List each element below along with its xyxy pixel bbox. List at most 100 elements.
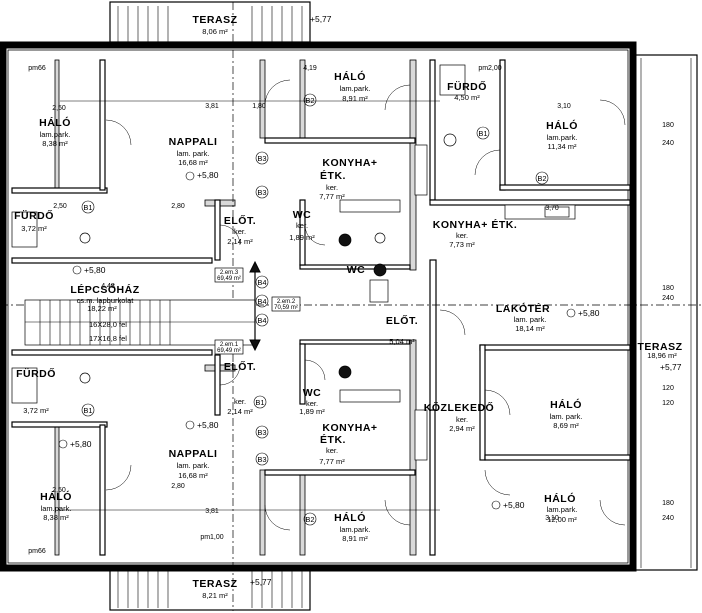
- room-elot-1-name: ELŐT.: [224, 214, 256, 227]
- svg-text:lam. park.: lam. park.: [177, 461, 210, 470]
- svg-text:ker.: ker.: [234, 397, 246, 406]
- room-lepcsohaz-name: LÉPCSŐHÁZ: [70, 283, 139, 296]
- svg-text:lam.park.: lam.park.: [41, 504, 72, 513]
- svg-text:3,10: 3,10: [545, 515, 559, 522]
- svg-text:240: 240: [662, 140, 674, 147]
- svg-text:2,80: 2,80: [171, 483, 185, 490]
- svg-text:180: 180: [662, 500, 674, 507]
- room-furdo-3-name: FÜRDŐ: [16, 367, 56, 380]
- svg-text:8,91 m²: 8,91 m²: [342, 94, 368, 103]
- svg-text:70,59 m²: 70,59 m²: [274, 305, 298, 311]
- svg-text:17X16,8 fel: 17X16,8 fel: [89, 334, 127, 343]
- svg-text:2.em.2: 2.em.2: [277, 299, 296, 305]
- room-halo-2-name: HÁLÓ: [334, 70, 366, 83]
- svg-text:2,50: 2,50: [52, 487, 66, 494]
- svg-text:7,77 m²: 7,77 m²: [319, 192, 345, 201]
- svg-text:240: 240: [662, 295, 674, 302]
- svg-text:8,69 m²: 8,69 m²: [553, 421, 579, 430]
- svg-text:69,49 m²: 69,49 m²: [217, 348, 241, 354]
- svg-text:240: 240: [662, 515, 674, 522]
- svg-text:7,73 m²: 7,73 m²: [449, 240, 475, 249]
- stair-labels: 16X28,0 fel 17X16,8 fel 2.em.3 69,49 m² …: [89, 267, 301, 355]
- svg-text:+5,80: +5,80: [84, 265, 106, 275]
- svg-text:4,48: 4,48: [101, 283, 115, 290]
- svg-text:5,04 m²: 5,04 m²: [389, 337, 415, 346]
- room-halo-1-name: HÁLÓ: [39, 116, 71, 129]
- svg-text:lam.park.: lam.park.: [547, 133, 578, 142]
- svg-text:8,38 m²: 8,38 m²: [43, 513, 69, 522]
- svg-text:ker.: ker.: [326, 183, 338, 192]
- svg-text:B4: B4: [257, 316, 266, 325]
- staircase: [24, 299, 256, 346]
- room-wc-1-name: WC: [293, 209, 312, 221]
- svg-text:B2: B2: [305, 96, 314, 105]
- svg-text:lam.park.: lam.park.: [340, 525, 371, 534]
- svg-text:3,81: 3,81: [205, 508, 219, 515]
- room-terasz-bottom-name: TERASZ: [193, 578, 238, 590]
- level-markers: +5,80 +5,80 +5,80 +5,80 +5,80 +5,80 +5,7…: [58, 14, 682, 587]
- room-labels: HÁLÓ lam.park. 8,38 m² NAPPALI lam. park…: [14, 14, 682, 600]
- terrace-right: [634, 54, 698, 571]
- svg-text:ker.: ker.: [234, 227, 246, 236]
- room-wc-2-name: WC: [347, 264, 366, 276]
- svg-text:ker.: ker.: [306, 399, 318, 408]
- room-konyha-2-name: KONYHA+ ÉTK.: [433, 218, 517, 231]
- svg-text:pm66: pm66: [28, 548, 46, 555]
- element-tags: B2 B3 B3 B4 B4 B4 B3 B3 B2 B2 B1 B1 B1 B…: [81, 93, 549, 526]
- svg-text:lam. park.: lam. park.: [550, 412, 583, 421]
- svg-text:ker.: ker.: [456, 231, 468, 240]
- doors: [105, 79, 626, 531]
- svg-text:+5,80: +5,80: [197, 420, 219, 430]
- room-halo-5-name: HÁLÓ: [40, 490, 72, 503]
- svg-text:3,70: 3,70: [545, 205, 559, 212]
- svg-text:lam. park.: lam. park.: [514, 315, 547, 324]
- fixtures: [11, 64, 576, 461]
- svg-text:pm1,00: pm1,00: [200, 534, 223, 541]
- room-nappali-2-name: NAPPALI: [169, 448, 218, 460]
- svg-text:2,80: 2,80: [171, 203, 185, 210]
- svg-text:+5,77: +5,77: [310, 14, 332, 24]
- svg-text:B1: B1: [478, 129, 487, 138]
- room-nappali-1-name: NAPPALI: [169, 136, 218, 148]
- svg-text:1,89 m²: 1,89 m²: [289, 233, 315, 242]
- room-terasz-top-name: TERASZ: [193, 14, 238, 26]
- svg-text:11,34 m²: 11,34 m²: [547, 142, 577, 151]
- svg-text:180: 180: [662, 122, 674, 129]
- svg-text:2,94 m²: 2,94 m²: [449, 424, 475, 433]
- svg-text:3,81: 3,81: [205, 103, 219, 110]
- outer-walls: [0, 41, 637, 572]
- svg-text:+5,80: +5,80: [197, 170, 219, 180]
- svg-text:+5,77: +5,77: [250, 577, 272, 587]
- svg-text:69,49 m²: 69,49 m²: [217, 276, 241, 282]
- svg-text:18,14 m²: 18,14 m²: [515, 324, 545, 333]
- svg-text:1,89 m²: 1,89 m²: [299, 407, 325, 416]
- svg-text:8,06 m²: 8,06 m²: [202, 27, 228, 36]
- dimension-labels: pm66 2,50 3,81 1,80 2,80 2,50 4,48 3,10 …: [28, 65, 674, 555]
- svg-text:B4: B4: [257, 297, 266, 306]
- terrace-top: [109, 1, 311, 43]
- room-furdo-1-name: FÜRDŐ: [447, 80, 487, 93]
- svg-text:2,50: 2,50: [52, 105, 66, 112]
- room-elot-3-name: ELŐT.: [224, 360, 256, 373]
- svg-text:lam. park.: lam. park.: [177, 149, 210, 158]
- svg-text:ÉTK.: ÉTK.: [320, 169, 346, 182]
- svg-text:1,80: 1,80: [252, 103, 266, 110]
- svg-text:B3: B3: [257, 188, 266, 197]
- svg-text:B3: B3: [257, 154, 266, 163]
- svg-text:2.em.1: 2.em.1: [220, 342, 239, 348]
- terrace-bottom: [109, 569, 311, 611]
- room-furdo-2-name: FÜRDŐ: [14, 209, 54, 222]
- svg-text:cs.m. lapburkolat: cs.m. lapburkolat: [77, 296, 135, 305]
- svg-text:ker.: ker.: [456, 415, 468, 424]
- room-halo-6-name: HÁLÓ: [334, 511, 366, 524]
- svg-text:2.em.3: 2.em.3: [220, 270, 239, 276]
- svg-text:+5,80: +5,80: [503, 500, 525, 510]
- svg-text:120: 120: [662, 385, 674, 392]
- svg-text:B1: B1: [83, 406, 92, 415]
- svg-text:+5,77: +5,77: [660, 362, 682, 372]
- svg-text:B1: B1: [255, 398, 264, 407]
- room-konyha-1-name: KONYHA+: [322, 157, 377, 169]
- room-konyha-3-name: KONYHA+: [322, 422, 377, 434]
- svg-text:16,68 m²: 16,68 m²: [178, 471, 208, 480]
